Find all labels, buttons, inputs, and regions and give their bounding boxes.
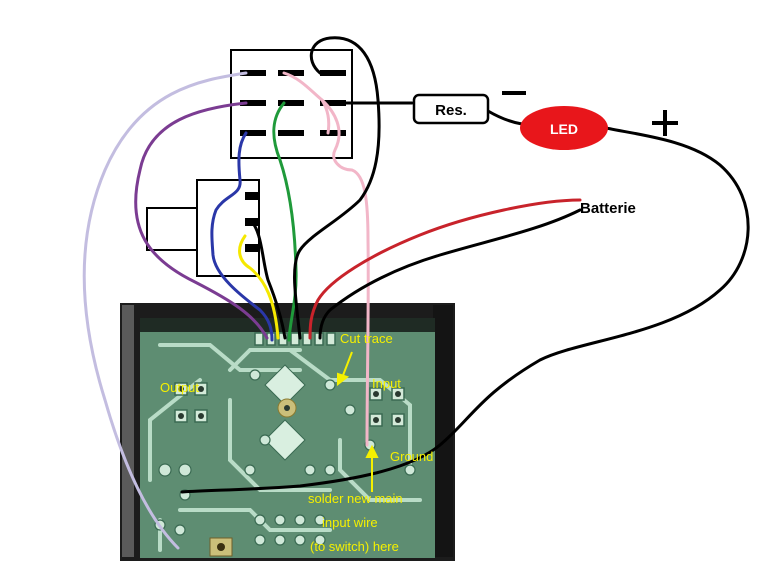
- input-label: Input: [372, 376, 401, 391]
- output-label: Output: [160, 380, 199, 395]
- wire-green: [272, 101, 298, 342]
- wire-blue: [210, 131, 274, 342]
- wire-battery-black: [318, 208, 582, 340]
- input-jack: [146, 179, 260, 277]
- solder-note-line1: solder new main: [308, 491, 403, 506]
- minus-sign: [502, 91, 526, 95]
- led: LED: [520, 106, 608, 150]
- wire-purple: [134, 101, 269, 340]
- wire-yellow: [238, 234, 280, 340]
- resistor-label: Res.: [435, 102, 467, 119]
- wire-black-led: [486, 109, 524, 126]
- wire-battery-red: [308, 198, 582, 340]
- wire-lavender: [82, 71, 248, 550]
- solder-note-line2: input wire: [322, 515, 378, 530]
- ground-label: Ground: [390, 449, 433, 464]
- annotations: Cut trace Output Input Ground solder new…: [160, 331, 433, 554]
- wire-black-ground: [180, 126, 750, 494]
- battery-label: Batterie: [580, 200, 636, 217]
- wire-black-loop: [293, 36, 381, 340]
- resistor: Res.: [412, 93, 490, 125]
- wire-black-jack: [248, 218, 287, 340]
- plus-sign: [652, 110, 678, 136]
- switch-block: [230, 49, 353, 159]
- cut-trace-label: Cut trace: [340, 331, 393, 346]
- led-label: LED: [550, 121, 578, 137]
- solder-note-line3: (to switch) here: [310, 539, 399, 554]
- pcb-photo: [120, 303, 455, 561]
- wires: [82, 36, 750, 550]
